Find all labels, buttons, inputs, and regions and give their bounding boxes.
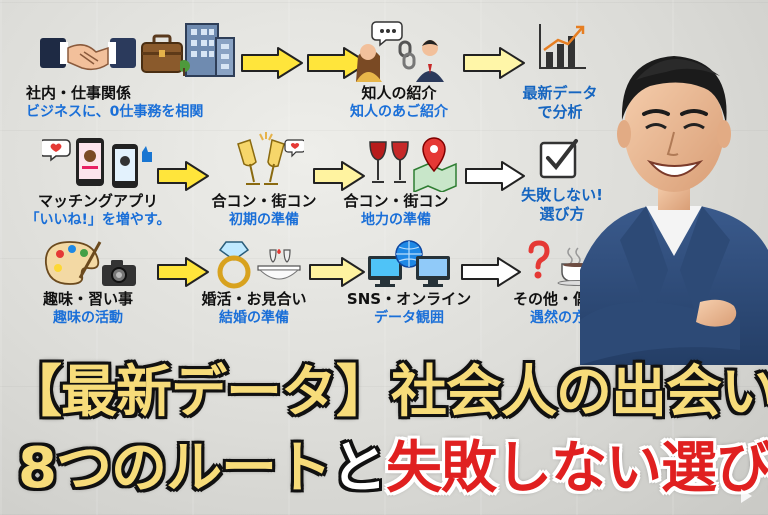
couple-chat-icon: [356, 21, 444, 82]
champagne-toast-icon: [237, 132, 304, 185]
flow-arrow: [309, 257, 365, 287]
chain-link-icon: [398, 40, 416, 70]
headline-title: 【最新データ】社会人の出会いの形: [6, 360, 768, 425]
office-building-icon: [180, 23, 235, 77]
route-label-work: 社内・仕事関係 ビジネスに、0仕事務を相関: [26, 84, 204, 120]
route-label-no-fail: 失敗しない! 選び方: [521, 186, 603, 223]
flow-arrow: [157, 161, 209, 191]
play-overlay-icon: [741, 489, 752, 503]
paint-palette-icon: [45, 241, 102, 285]
flow-arrow: [465, 161, 525, 191]
dinner-table-icon: [257, 249, 301, 280]
route-label-matching-app: マッチングアプリ 「いいね!」を増やす。: [25, 192, 171, 228]
headline-connector-text: と: [330, 436, 387, 501]
route-label-latest-data: 最新データ で分析: [522, 84, 598, 121]
map-pin-icon: [413, 137, 457, 192]
route-label-party-initial: 合コン・街コン 初期の準備: [211, 192, 317, 228]
flow-arrow: [313, 161, 365, 191]
flow-arrow: [241, 47, 303, 79]
route-label-konkatsu: 婚活・お見合い 結婚の準備: [201, 290, 307, 326]
route-label-sns: SNS・オンライン データ観囲: [346, 290, 472, 326]
question-mark-icon: [528, 240, 550, 279]
briefcase-icon: [141, 34, 183, 73]
wine-glasses-icon: [369, 141, 409, 183]
checkmark-icon: [539, 139, 578, 179]
camera-icon: [102, 260, 136, 286]
headline-banner: 【最新データ】社会人の出会いの形 8つのルートと失敗しない選び方: [0, 352, 768, 515]
headline-line-2: 8つのルートと失敗しない選び方: [18, 434, 768, 504]
flow-arrow: [461, 257, 521, 287]
headline-routes-text: 8つのルート: [18, 436, 332, 501]
flow-arrow: [307, 47, 369, 79]
handshake-icon: [40, 38, 136, 71]
computer-globe-icon: [368, 240, 450, 287]
headline-howto-text: 失敗しない選び方: [385, 436, 768, 501]
flow-arrow: [157, 257, 209, 287]
bar-chart-icon: [539, 24, 586, 69]
presenter-illustration: [580, 56, 768, 365]
route-label-introduction: 知人の紹介 知人のあご紹介: [350, 84, 448, 120]
phone-match-icon: [42, 138, 152, 188]
headline-line-1: 【最新データ】社会人の出会いの形: [6, 358, 768, 428]
route-label-hobby: 趣味・習い事 趣味の活動: [42, 290, 133, 326]
route-label-party-skill: 合コン・街コン 地力の準備: [343, 192, 449, 228]
diamond-ring-icon: [217, 241, 251, 289]
flow-arrow: [463, 47, 525, 79]
